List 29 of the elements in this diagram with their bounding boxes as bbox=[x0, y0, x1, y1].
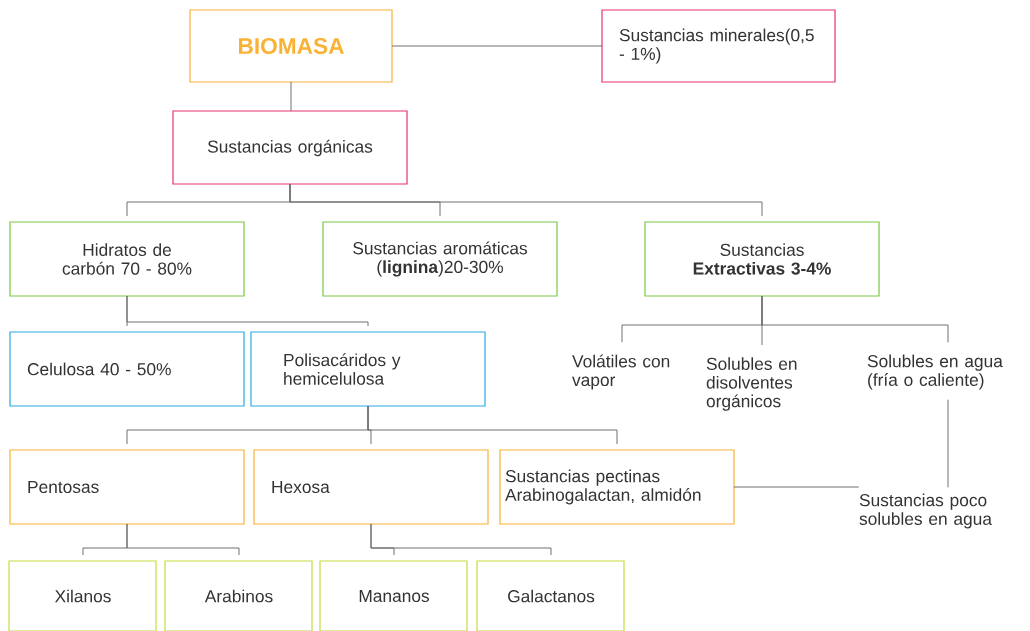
text-label: Solubles en disolventes orgánicos bbox=[706, 357, 797, 411]
process-box: BIOMASA bbox=[189, 9, 393, 83]
text-label: Solubles en agua (fría o caliente) bbox=[867, 354, 1003, 390]
process-box: Galactanos bbox=[476, 560, 625, 631]
connector-line bbox=[761, 295, 949, 343]
process-box: Hidratos de carbón 70 - 80% bbox=[9, 221, 245, 297]
process-box: Sustancias pectinas Arabinogalactan, almidón bbox=[499, 449, 735, 525]
process-box: Xilanos bbox=[8, 560, 157, 631]
connector-line bbox=[290, 81, 292, 112]
process-box: Sustancias aromáticas (lignina)20-30% bbox=[322, 221, 558, 297]
process-box: Hexosa bbox=[253, 449, 489, 525]
connector-line bbox=[370, 523, 552, 556]
process-box: Sustancias orgánicas bbox=[172, 110, 408, 185]
process-box: Sustancias minerales(0,5 - 1%) bbox=[601, 9, 836, 83]
process-box: Pentosas bbox=[9, 449, 245, 525]
connector-line bbox=[391, 45, 603, 47]
connector-line bbox=[947, 399, 949, 488]
connector-line bbox=[289, 183, 763, 217]
process-box: Arabinos bbox=[164, 560, 313, 631]
text-label: Sustancias poco solubles en agua bbox=[859, 493, 992, 529]
connector-line bbox=[126, 523, 240, 556]
process-box: Sustancias Extractivas 3-4% bbox=[644, 221, 880, 297]
text-label: Volátiles con vapor bbox=[572, 354, 670, 390]
connector-line bbox=[733, 486, 860, 488]
process-box: Polisacáridos y hemicelulosa bbox=[250, 331, 486, 407]
process-box: Mananos bbox=[319, 560, 468, 631]
connector-line bbox=[126, 295, 369, 327]
connector-line bbox=[367, 405, 618, 445]
process-box: Celulosa 40 - 50% bbox=[9, 331, 245, 407]
